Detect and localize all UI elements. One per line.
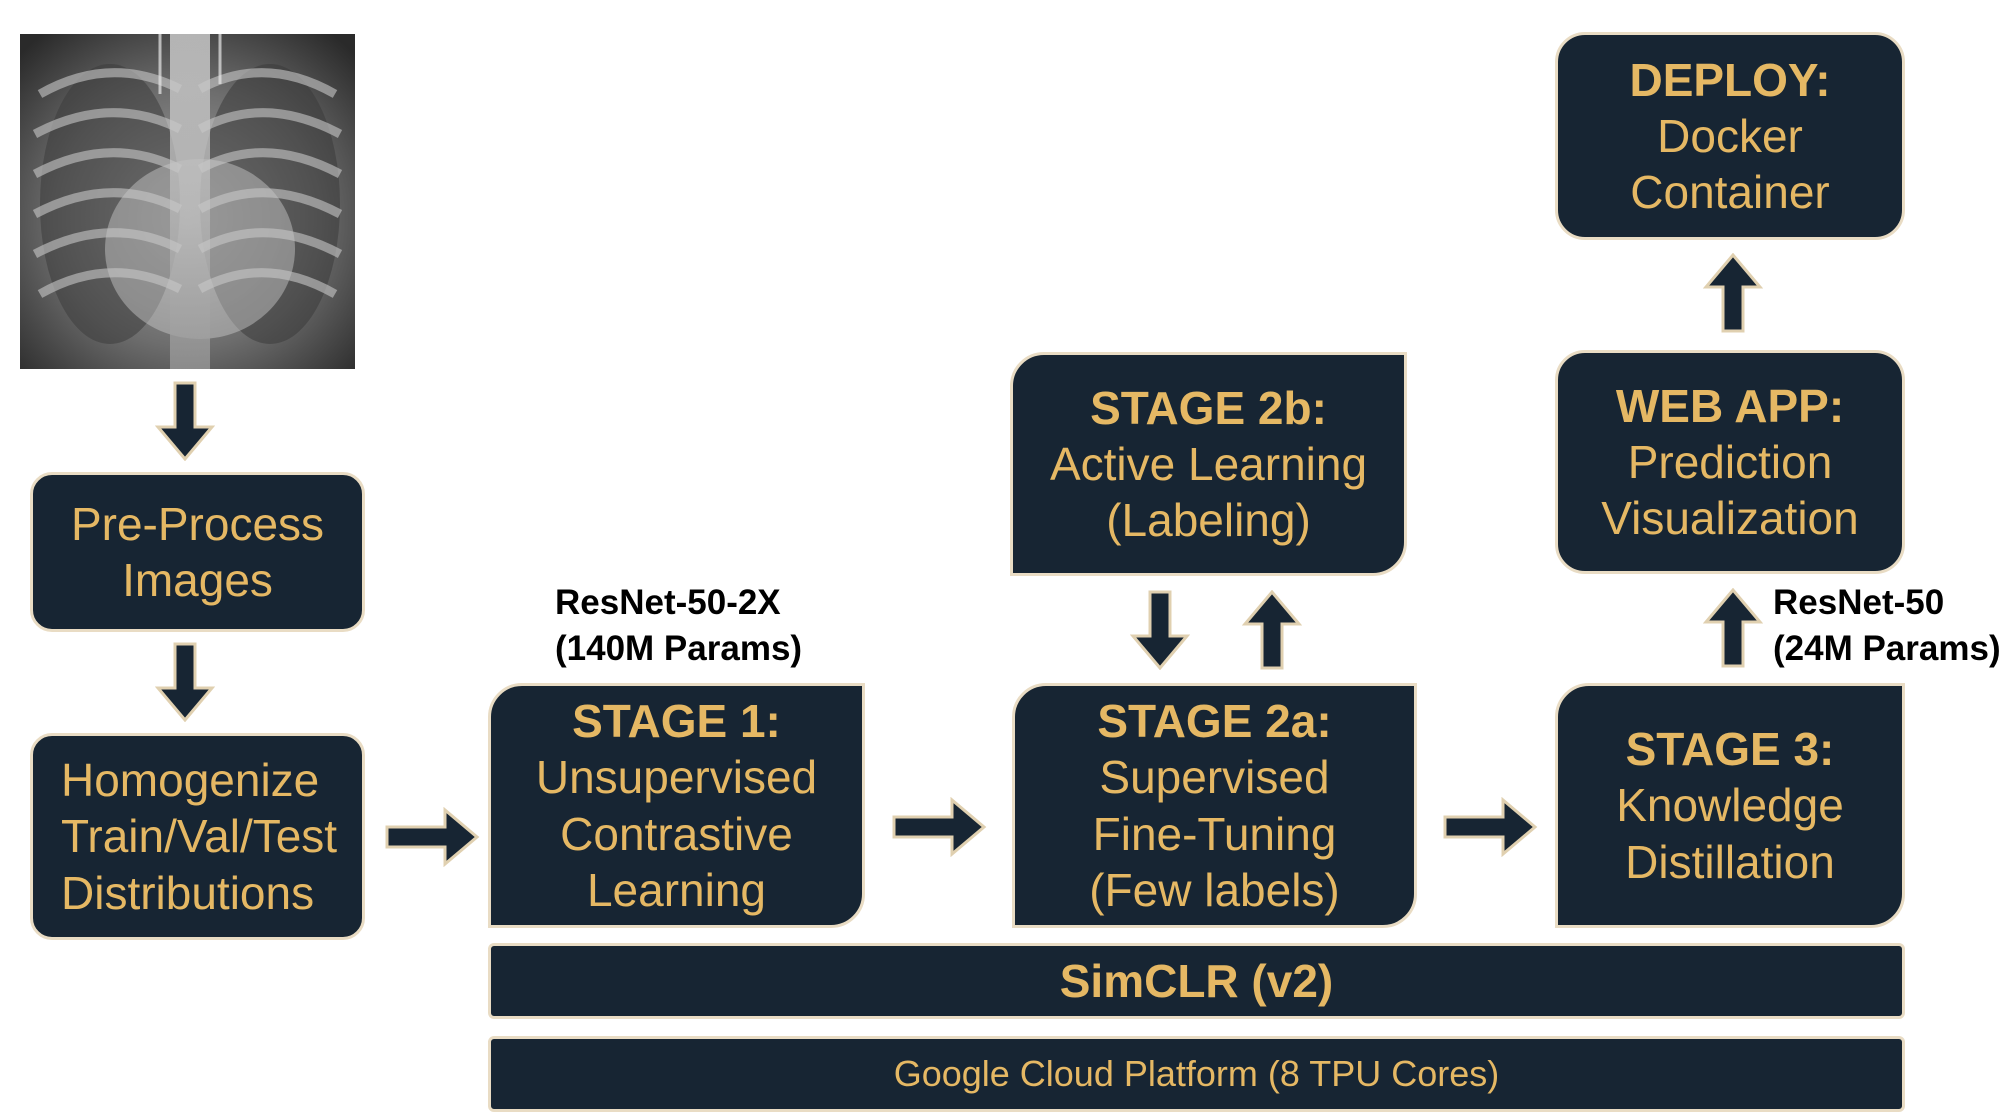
resnet50-2x-note: ResNet-50-2X (140M Params) [555, 580, 802, 671]
box-line: Google Cloud Platform (8 TPU Cores) [893, 1053, 1500, 1095]
box-line: (Labeling) [1106, 494, 1311, 547]
webapp-box: WEB APP: Prediction Visualization [1555, 350, 1905, 574]
box-title: STAGE 3: [1625, 723, 1835, 776]
arrow-down-icon [1130, 590, 1190, 670]
box-line: Homogenize [61, 754, 320, 807]
note-line: (140M Params) [555, 628, 803, 668]
arrow-up-icon [1242, 590, 1302, 670]
box-line: Distillation [1625, 835, 1835, 888]
box-line: Learning [586, 863, 767, 916]
arrow-right-icon [1443, 797, 1538, 857]
resnet50-note: ResNet-50 (24M Params) [1773, 580, 2001, 671]
arrow-up-icon [1703, 253, 1763, 333]
box-line: Active Learning [1049, 437, 1368, 490]
box-line: Supervised [1099, 751, 1330, 804]
box-title: STAGE 1: [572, 695, 781, 748]
box-title: WEB APP: [1615, 379, 1845, 432]
box-line: Docker [1657, 109, 1803, 162]
box-line: Visualization [1601, 492, 1859, 545]
box-line: Train/Val/Test [61, 810, 338, 863]
preprocess-box: Pre-Process Images [30, 472, 365, 632]
box-line: Contrastive [560, 807, 793, 860]
arrow-down-icon [155, 642, 215, 722]
box-line: Container [1630, 166, 1830, 219]
stage2b-box: STAGE 2b: Active Learning (Labeling) [1010, 352, 1407, 576]
box-line: Pre-Process [70, 497, 325, 550]
box-title: DEPLOY: [1629, 53, 1831, 106]
arrow-right-icon [892, 797, 987, 857]
stage2a-box: STAGE 2a: Supervised Fine-Tuning (Few la… [1012, 683, 1417, 928]
stage3-box: STAGE 3: Knowledge Distillation [1555, 683, 1905, 928]
deploy-box: DEPLOY: Docker Container [1555, 32, 1905, 240]
gcp-bar: Google Cloud Platform (8 TPU Cores) [488, 1036, 1905, 1112]
box-title: SimCLR (v2) [1059, 954, 1334, 1007]
arrow-up-icon [1703, 588, 1763, 668]
arrow-down-icon [155, 381, 215, 461]
homogenize-box: Homogenize Train/Val/Test Distributions [30, 733, 365, 940]
simclr-bar: SimCLR (v2) [488, 943, 1905, 1019]
note-line: (24M Params) [1773, 628, 2001, 668]
note-line: ResNet-50 [1773, 583, 1945, 622]
box-line: Prediction [1627, 435, 1833, 488]
box-line: Unsupervised [535, 751, 818, 804]
box-line: Knowledge [1616, 779, 1844, 832]
note-line: ResNet-50-2X [555, 583, 781, 622]
chest-xray-image [20, 34, 355, 369]
stage1-box: STAGE 1: Unsupervised Contrastive Learni… [488, 683, 865, 928]
box-line: Distributions [61, 866, 315, 919]
box-title: STAGE 2a: [1097, 695, 1332, 748]
box-line: Images [122, 554, 273, 606]
arrow-right-icon [385, 807, 480, 867]
box-line: (Few labels) [1089, 863, 1340, 916]
box-title: STAGE 2b: [1090, 381, 1327, 434]
box-line: Fine-Tuning [1092, 807, 1337, 860]
